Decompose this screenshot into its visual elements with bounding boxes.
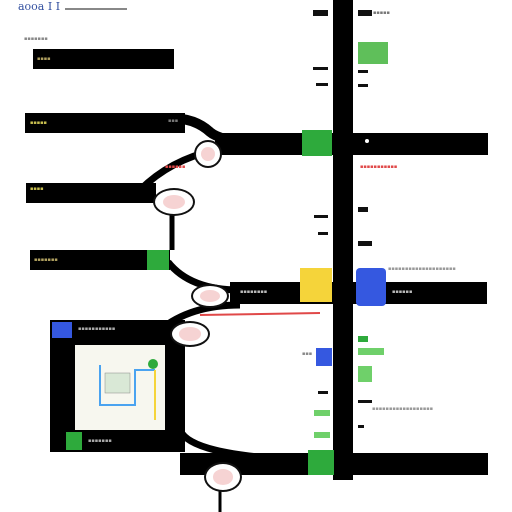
spine-dot bbox=[365, 139, 369, 143]
green-chip-d bbox=[314, 410, 330, 416]
dash-r2 bbox=[358, 70, 368, 73]
blue-chip-small bbox=[316, 348, 332, 366]
photo-node-3 bbox=[191, 284, 229, 308]
green-chip-a bbox=[358, 336, 368, 342]
row-bar-2-label: ▪▪▪▪▪ bbox=[30, 120, 47, 126]
row-bar-4 bbox=[30, 250, 170, 270]
green-chip-top bbox=[358, 42, 388, 64]
diagram-title: aooa I I bbox=[18, 0, 61, 13]
dash-2 bbox=[313, 67, 328, 70]
photo-node-2 bbox=[153, 188, 195, 216]
dash-r6 bbox=[358, 400, 372, 403]
right-note-2: ▪▪▪▪▪▪▪▪▪▪▪ bbox=[360, 164, 398, 170]
row-bar-4-label: ▪▪▪▪▪▪▪ bbox=[34, 257, 58, 263]
green-chip-b bbox=[358, 348, 384, 355]
green-chip-c bbox=[358, 366, 372, 382]
row-bar-3 bbox=[26, 183, 156, 203]
row-bar-3-label: ▪▪▪▪ bbox=[30, 186, 44, 192]
dash-r4 bbox=[358, 207, 368, 212]
photo-node-5 bbox=[204, 462, 242, 492]
right-bar-3 bbox=[180, 453, 488, 475]
dash-r1 bbox=[358, 10, 372, 16]
row-bar-1-label: ▪▪▪▪ bbox=[37, 56, 51, 62]
dash-4 bbox=[314, 215, 328, 218]
photo-node-4 bbox=[170, 321, 210, 347]
dash-r5 bbox=[358, 241, 372, 246]
left-note-3: ▪▪▪ bbox=[302, 351, 313, 357]
right-bar-2-text-b: ▪▪▪▪▪▪ bbox=[392, 289, 413, 295]
row-bar-1 bbox=[33, 49, 174, 69]
dash-r7 bbox=[358, 425, 364, 428]
yellow-node bbox=[300, 268, 332, 302]
right-note-3: ▪▪▪▪▪▪▪▪▪▪▪▪▪▪▪▪▪▪▪▪ bbox=[388, 266, 456, 272]
right-note-1: ▪▪▪▪▪ bbox=[373, 10, 390, 16]
green-node-1 bbox=[302, 130, 332, 156]
right-bar-1 bbox=[215, 133, 488, 155]
green-chip-e bbox=[314, 432, 330, 438]
dash-1 bbox=[313, 10, 328, 16]
right-note-5: ▪▪▪▪▪▪ bbox=[165, 164, 186, 170]
row-bar-2 bbox=[25, 113, 185, 133]
dash-5 bbox=[318, 232, 328, 235]
green-chip-4 bbox=[147, 250, 169, 270]
title-underline bbox=[65, 8, 127, 10]
green-node-3 bbox=[308, 450, 334, 475]
map-panel-footer-chip bbox=[66, 432, 82, 450]
map-panel-header: ▪▪▪▪▪▪▪▪▪▪▪ bbox=[78, 326, 116, 332]
dash-6 bbox=[318, 391, 328, 394]
left-note-2: ▪▪▪ bbox=[168, 118, 179, 124]
right-note-4: ▪▪▪▪▪▪▪▪▪▪▪▪▪▪▪▪▪▪ bbox=[372, 406, 433, 412]
main-spine bbox=[333, 0, 353, 480]
map-panel-footer: ▪▪▪▪▪▪▪ bbox=[88, 438, 112, 444]
map-panel-icon bbox=[52, 322, 72, 338]
photo-node-1 bbox=[194, 140, 222, 168]
left-note-1: ▪▪▪▪▪▪▪ bbox=[24, 36, 48, 42]
map-route bbox=[99, 359, 158, 420]
dash-r3 bbox=[358, 84, 368, 87]
right-bar-2-text-a: ▪▪▪▪▪▪▪▪ bbox=[240, 289, 268, 295]
dash-3 bbox=[316, 83, 328, 86]
blue-node bbox=[356, 268, 386, 306]
